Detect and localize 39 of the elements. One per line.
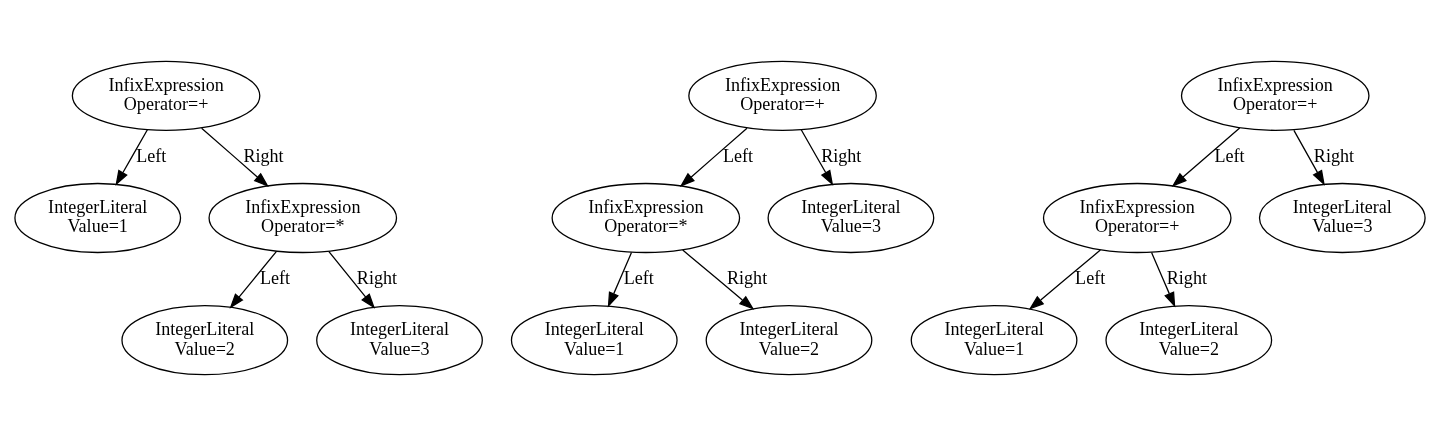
- arrow: [1171, 126, 1241, 187]
- node-ellipse: IntegerLiteral Value=3: [1258, 182, 1426, 253]
- edge-label: Right: [1166, 267, 1207, 288]
- arrow: [1293, 129, 1325, 186]
- arrow: [115, 128, 149, 186]
- edge-label: Left: [136, 145, 167, 166]
- node-ellipse: IntegerLiteral Value=1: [910, 304, 1078, 375]
- node-ellipse: IntegerLiteral Value=2: [705, 304, 873, 375]
- arrow: [1150, 251, 1176, 308]
- node-ellipse: IntegerLiteral Value=3: [316, 304, 483, 375]
- edge-label: Left: [1075, 267, 1106, 288]
- node-ellipse: IntegerLiteral Value=3: [767, 182, 935, 253]
- node-ellipse: InfixExpression Operator=+: [688, 60, 877, 131]
- arrow: [1028, 248, 1101, 310]
- arrow: [800, 128, 834, 186]
- arrow: [679, 127, 748, 187]
- arrow: [682, 248, 755, 310]
- arrow: [328, 250, 376, 309]
- edge-label: Right: [356, 267, 398, 288]
- node-ellipse: InfixExpression Operator=*: [208, 182, 398, 253]
- arrow: [201, 127, 269, 187]
- edge-label: Left: [723, 145, 754, 166]
- node-ellipse: InfixExpression Operator=+: [1042, 182, 1232, 253]
- edge-label: Left: [623, 267, 654, 288]
- edge-label: Right: [243, 145, 284, 166]
- edge-label: Right: [821, 145, 862, 166]
- node-ellipse: IntegerLiteral Value=1: [14, 182, 182, 253]
- node-ellipse: InfixExpression Operator=+: [1180, 60, 1370, 131]
- node-ellipse: InfixExpression Operator=+: [71, 60, 261, 131]
- arrow: [229, 250, 278, 309]
- node-ellipse: IntegerLiteral Value=1: [510, 304, 678, 375]
- edge-label: Right: [727, 267, 768, 288]
- node-ellipse: InfixExpression Operator=*: [551, 182, 741, 253]
- arrow: [607, 251, 633, 308]
- node-ellipse: IntegerLiteral Value=2: [1105, 304, 1273, 375]
- edge-label: Right: [1313, 145, 1354, 166]
- node-ellipse: IntegerLiteral Value=2: [121, 304, 289, 375]
- edge-label: Left: [260, 267, 291, 288]
- edge-label: Left: [1214, 145, 1245, 166]
